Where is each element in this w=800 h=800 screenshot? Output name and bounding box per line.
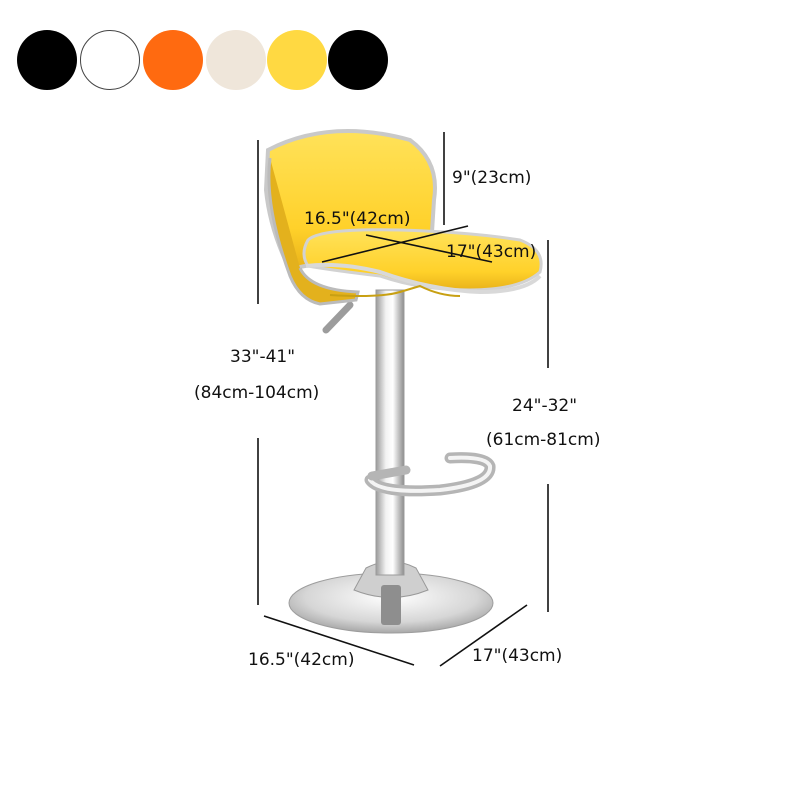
swatch-white[interactable]: [80, 30, 140, 90]
seat-height-cm-label: (61cm-81cm): [486, 430, 601, 450]
dimension-lines: [257, 132, 549, 667]
swatch-orange[interactable]: [143, 30, 203, 90]
swatch-black[interactable]: [17, 30, 77, 90]
stool-seat: [263, 129, 543, 306]
total-height-cm-label: (84cm-104cm): [194, 383, 320, 403]
height-lever: [322, 301, 354, 334]
total-height-inch-label: 33"-41": [230, 347, 296, 367]
seat-width-label: 16.5"(42cm): [304, 209, 411, 229]
seat-depth-label: 17"(43cm): [446, 242, 537, 262]
back-height-label: 9"(23cm): [452, 168, 532, 188]
swatch-black-2[interactable]: [328, 30, 388, 90]
swatch-beige[interactable]: [206, 30, 266, 90]
gas-lift-column: [375, 289, 405, 576]
footrest-ring: [364, 452, 496, 497]
stool-base: [288, 561, 494, 634]
base-depth-label: 17"(43cm): [472, 646, 563, 666]
base-width-label: 16.5"(42cm): [248, 650, 355, 670]
seat-height-inch-label: 24"-32": [512, 396, 578, 416]
color-swatch-row: [17, 30, 397, 92]
swatch-yellow[interactable]: [267, 30, 327, 90]
